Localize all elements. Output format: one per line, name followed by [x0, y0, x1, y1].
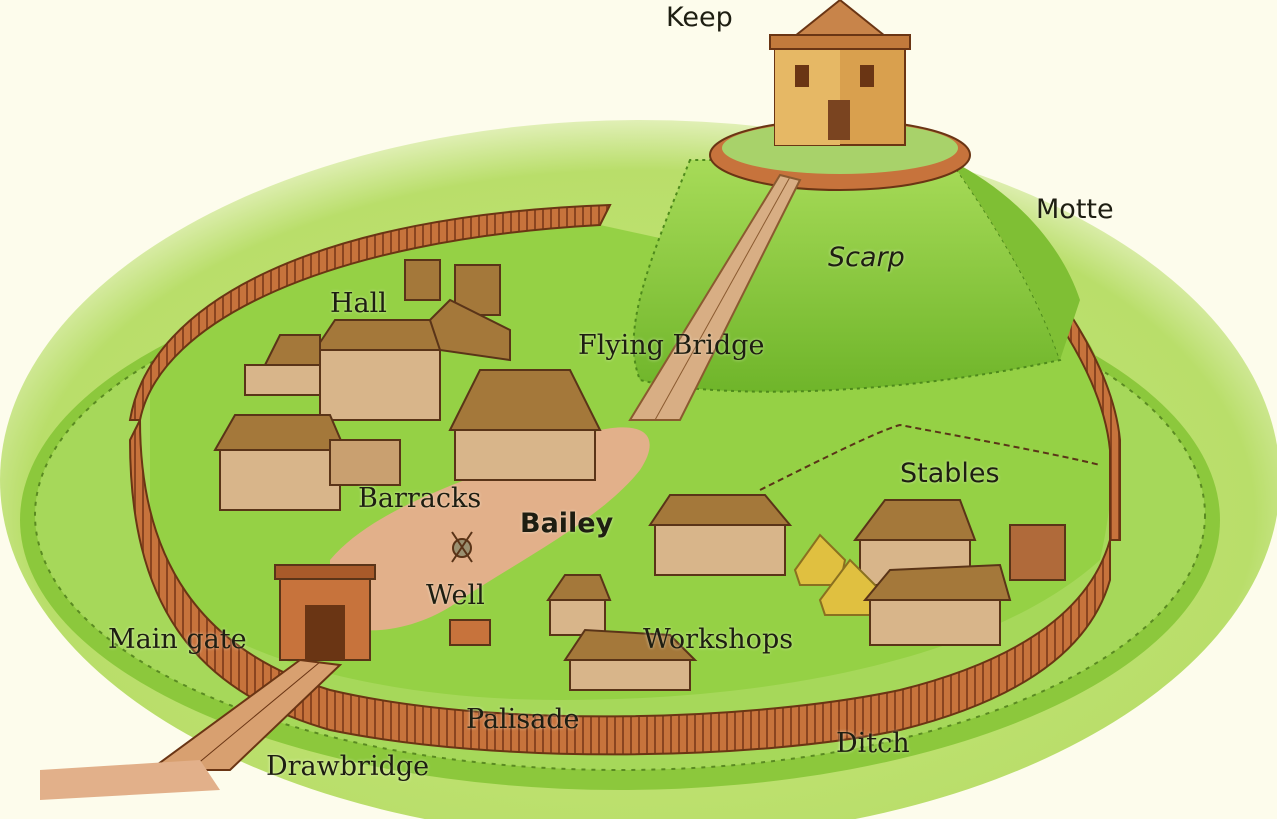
label-workshops: Workshops	[643, 624, 794, 655]
label-palisade: Palisade	[466, 704, 580, 735]
main-gate-tower	[274, 564, 376, 661]
palisade-back	[128, 203, 612, 421]
stables-building	[793, 499, 1066, 646]
palisade-front	[128, 419, 1111, 756]
paddock-fence	[759, 423, 1101, 491]
label-bailey: Bailey	[520, 508, 614, 539]
motte-right-slope	[950, 160, 1080, 360]
motte-mound	[632, 159, 1062, 393]
label-barracks: Barracks	[358, 483, 482, 514]
label-scarp: Scarp	[828, 242, 905, 273]
label-stables: Stables	[900, 458, 1000, 489]
label-keep: Keep	[666, 2, 733, 33]
workshops-buildings	[449, 494, 793, 691]
label-main-gate: Main gate	[108, 624, 247, 655]
label-hall: Hall	[330, 288, 387, 319]
label-ditch: Ditch	[836, 728, 910, 759]
hall-building	[313, 319, 447, 421]
keep-tower	[769, 0, 911, 146]
storehouse-building	[448, 369, 602, 481]
label-drawbridge: Drawbridge	[266, 751, 430, 782]
drawbridge	[146, 658, 343, 771]
label-motte: Motte	[1036, 194, 1114, 225]
well	[451, 531, 473, 563]
barracks-building	[213, 414, 401, 511]
label-well: Well	[426, 580, 485, 611]
back-buildings	[244, 259, 511, 396]
approach-path	[40, 760, 220, 800]
label-flying-bridge: Flying Bridge	[578, 330, 765, 361]
